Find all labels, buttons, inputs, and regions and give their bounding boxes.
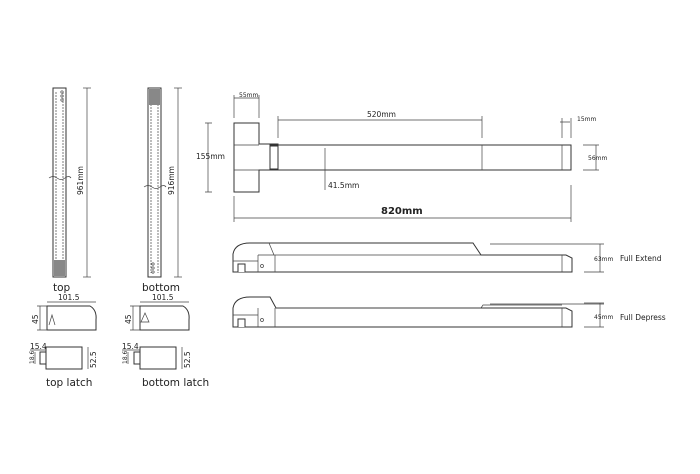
full-extend-label: Full Extend [620, 254, 662, 263]
extend-height: 63mm [594, 256, 613, 263]
bottom-latch-c: 52.5 [183, 351, 192, 368]
head-height: 155mm [196, 152, 225, 161]
full-depress-view: 45mm Full Depress [232, 296, 666, 328]
plan-view: 55mm 520mm 15mm 155mm 56mm 41.5mm 820mm [196, 92, 607, 222]
end-cap: 15mm [577, 116, 596, 123]
bottom-latch-b: 18.6 [122, 350, 129, 364]
top-latch-width: 101.5 [58, 293, 80, 302]
bottom-latch-height: 45 [124, 314, 133, 324]
bottom-rod-length: 916mm [167, 166, 176, 195]
top-latch-label: top latch [46, 377, 92, 389]
bottom-rod-label: bottom [142, 282, 180, 294]
bar-height: 56mm [588, 155, 607, 162]
bottom-latch-side: 101.5 45 [124, 293, 190, 331]
full-depress-label: Full Depress [620, 313, 666, 322]
bottom-latch-label: bottom latch [142, 377, 209, 389]
bottom-latch-width: 101.5 [152, 293, 174, 302]
bottom-latch-a: 15.4 [122, 342, 139, 351]
top-latch-c: 52.5 [89, 351, 98, 368]
top-rod-label: top [53, 282, 71, 294]
top-latch-side: 101.5 45 [31, 293, 97, 331]
top-rod-length: 961mm [76, 166, 85, 195]
bar-length: 520mm [367, 110, 396, 119]
bottom-rod: 916mm bottom [142, 87, 182, 294]
top-latch-a: 15.4 [30, 342, 47, 351]
full-extend-view: 63mm Full Extend [232, 242, 662, 273]
head-width: 55mm [239, 92, 258, 99]
top-latch-b: 18.6 [29, 350, 36, 364]
depress-height: 45mm [594, 314, 613, 321]
top-latch: 15.4 18.6 52.5 top latch [29, 342, 98, 389]
offset: 41.5mm [328, 181, 359, 190]
overall-length: 820mm [381, 206, 423, 217]
bottom-latch: 15.4 18.6 52.5 bottom latch [122, 342, 209, 389]
top-latch-height: 45 [31, 314, 40, 324]
top-rod: 961mm top [48, 87, 91, 294]
